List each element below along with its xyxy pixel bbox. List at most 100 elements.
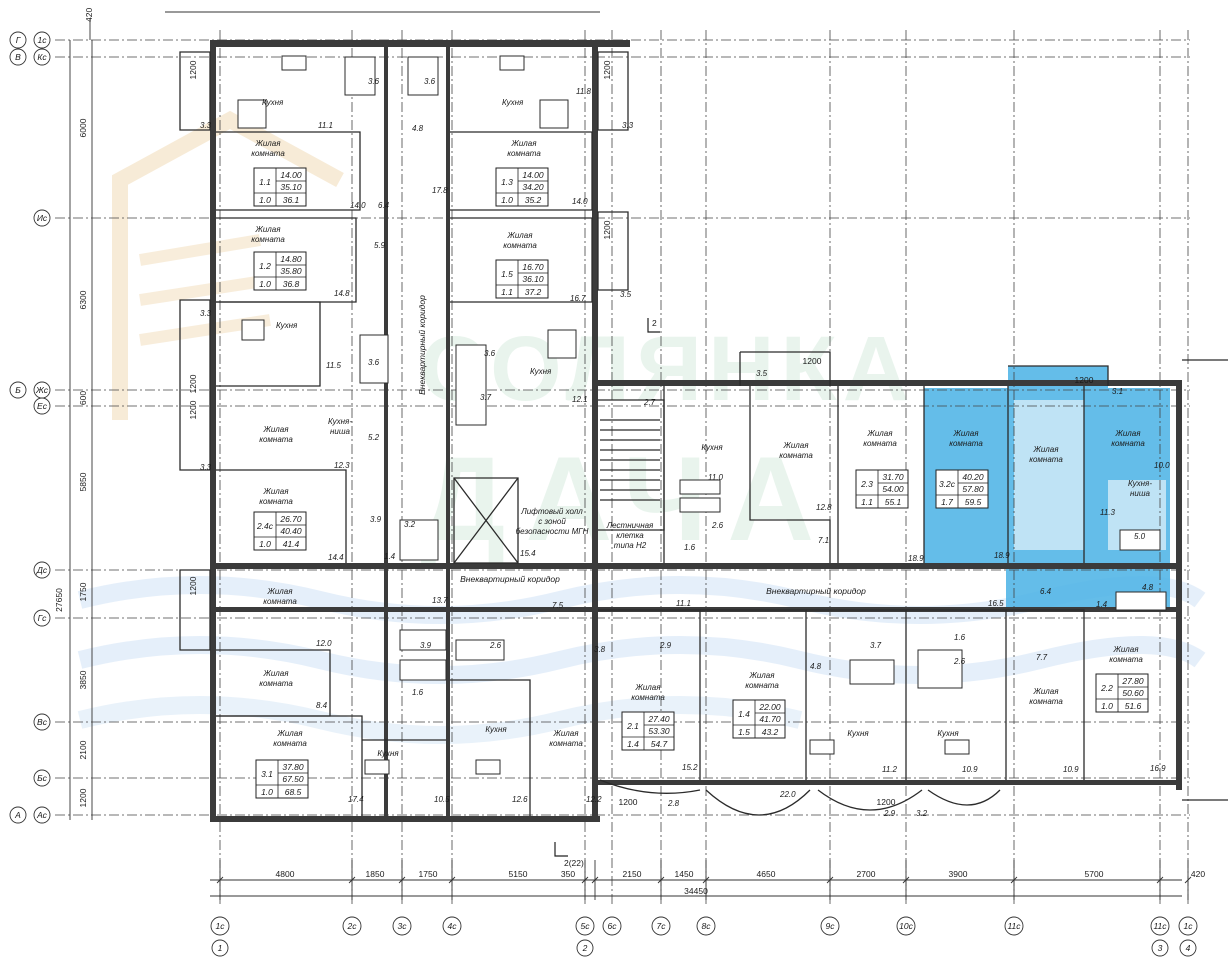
room-area: 1.4 [384,552,396,561]
room-area: 12.3 [334,461,350,470]
apartment-number: 3.1 [261,769,273,779]
room-area: 14.0 [572,197,588,206]
corridor-vertical-label: Внеквартирный коридор [417,295,427,395]
axis-letter-sub: Дс [36,565,48,575]
total-area-with-balcony: 43.2 [762,727,779,737]
label-living: комната [549,739,583,748]
dimension-bottom: 3900 [949,869,968,879]
total-area: 34.20 [522,182,544,192]
room-area: 11.2 [882,765,898,774]
axis-number-sub: 2с [347,921,358,931]
dimension-left: 1750 [78,582,88,601]
total-area-with-balcony: 36.1 [283,195,300,205]
label-kitchen: Кухня [502,98,524,107]
balcony-dimension: 1200 [877,797,896,807]
label-living: Жилая [506,231,533,240]
label-living: комната [779,451,813,460]
apartment-number: 2.2 [1100,683,1113,693]
coefficient: 1.0 [1101,701,1113,711]
room-area: 22.0 [779,790,796,799]
stair-label: клетка [616,531,644,540]
dimension-left: 3850 [78,670,88,689]
axis-number-sub: 6с [608,921,618,931]
label-living: Жилая [552,729,579,738]
coefficient: 1.0 [261,787,273,797]
label-niche: Кухня- [328,417,352,426]
label-living: Жилая [634,683,661,692]
label-living: комната [631,693,665,702]
room-area: 3.6 [424,77,436,86]
room-area: 3.6 [484,349,496,358]
label-living: комната [1029,697,1063,706]
coefficient: 1.1 [501,287,513,297]
total-area-with-balcony: 55.1 [885,497,902,507]
label-living: Жилая [266,587,293,596]
axis-number-sub: 10с [899,921,913,931]
lift-hall-label: безопасности МГН [516,527,589,536]
axis-marker-left: Дс [33,561,51,579]
total-area-with-balcony: 41.4 [283,539,300,549]
living-area: 16.70 [522,262,544,272]
highlighted-apartment[interactable] [924,366,1170,612]
room-area: 12.8 [816,503,832,512]
label-niche: Кухня- [1128,479,1152,488]
dimension-left: 27650 [54,588,64,612]
dimension-left: 5850 [78,472,88,491]
room-area: 1.4 [1096,600,1108,609]
axis-letter-sub: Ас [36,810,48,820]
axis-marker-bottom: 2с [342,916,362,936]
apartment-number: 2.4с [256,521,274,531]
room-area: 2.8 [667,799,680,808]
axis-letter-sub: Жс [35,385,49,395]
room-area: 18.9 [908,554,924,563]
total-area: 35.10 [280,182,302,192]
balcony-dimension: 1200 [803,356,822,366]
total-area: 50.60 [1122,688,1144,698]
coefficient: 1.5 [738,727,750,737]
apartment-number: 2.1 [626,721,639,731]
axis-marker-bottom: 7с [651,916,671,936]
axis-letter-sub: Гс [38,613,48,623]
stair-label: типа Н2 [614,541,647,550]
room-area: 12.0 [316,639,332,648]
total-area: 40.40 [280,526,302,536]
room-area: 3.2 [404,520,416,529]
room-labels: Кухня Кухня Жилая комната Жилая комната … [251,98,1152,758]
label-living: Жилая [276,729,303,738]
room-area: 4.8 [810,662,822,671]
label-living: комната [263,597,297,606]
room-area: 14.4 [328,553,344,562]
label-kitchen: Кухня [701,443,723,452]
axis-letter-sub: Ес [37,401,48,411]
room-area: 12.6 [512,795,528,804]
axis-number-sub: 5с [581,921,591,931]
room-area: 16.9 [1150,764,1166,773]
coefficient: 1.0 [259,539,271,549]
balcony-dimension: 1200 [619,797,638,807]
axis-number: 4 [1186,943,1191,953]
dimension-bottom: 1450 [675,869,694,879]
room-area: 7.1 [818,536,829,545]
lift-hall-label: с зоной [538,517,566,526]
dimension-lines [69,11,1182,897]
axis-marker-bottom: 4с [442,916,462,936]
living-area: 22.00 [758,702,781,712]
axis-number-sub: 11с [1153,921,1167,931]
total-area: 41.70 [759,714,781,724]
total-area-with-balcony: 36.8 [283,279,300,289]
room-area: 2.9 [883,809,896,818]
